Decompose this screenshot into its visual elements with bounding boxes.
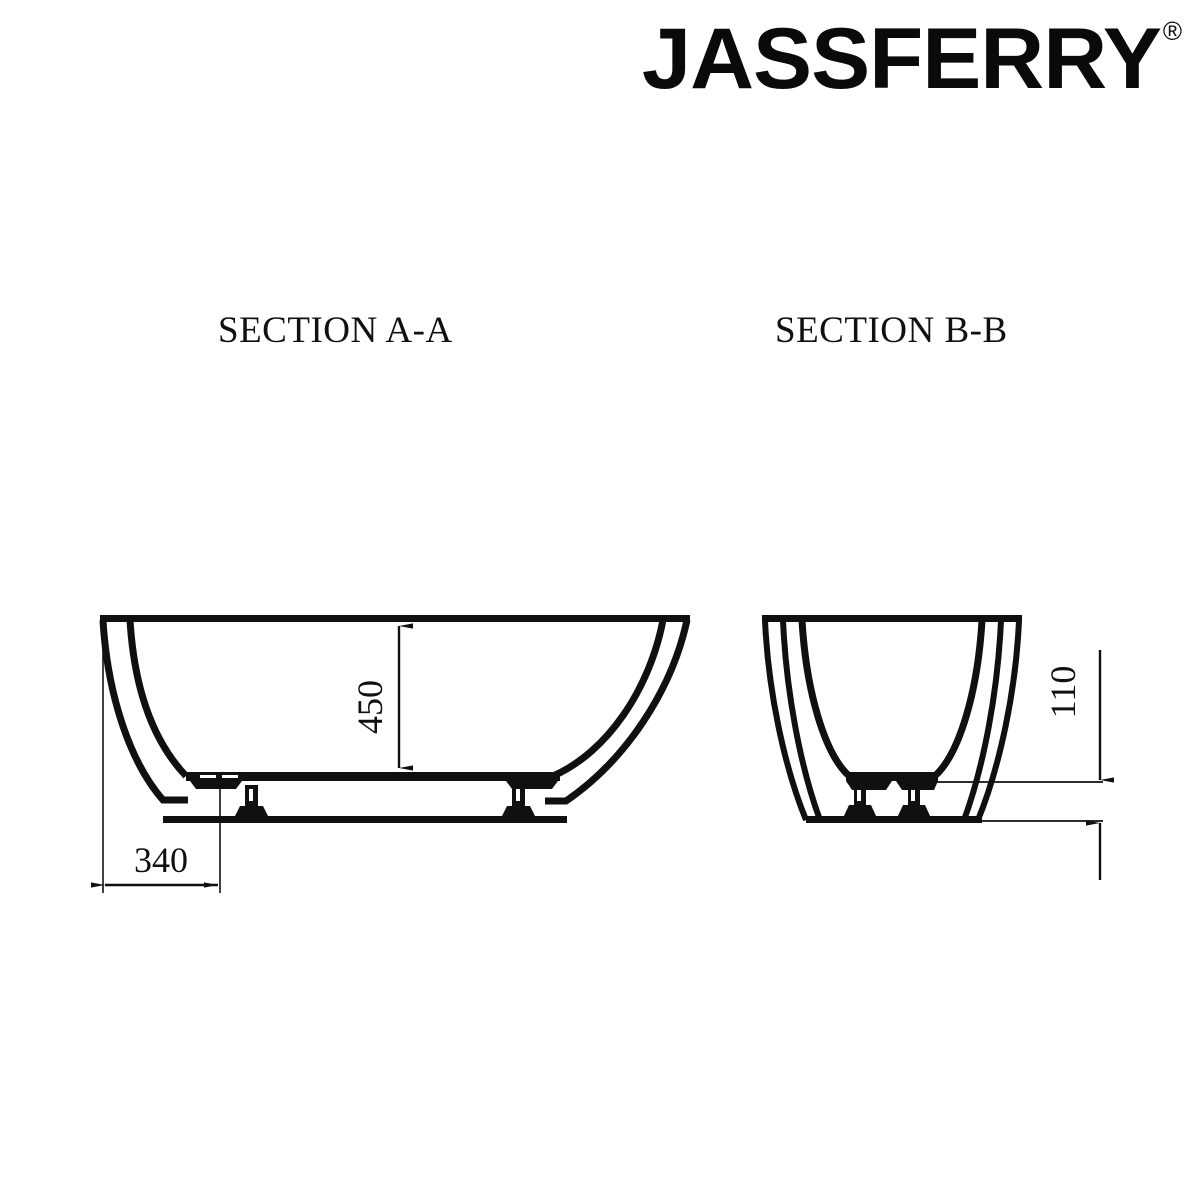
tub-b-slab-flange-left <box>846 781 892 790</box>
section-b-b-drawing: 110 <box>762 615 1114 880</box>
tub-a-rim <box>100 615 690 622</box>
tub-b-left-outer-wall <box>762 619 809 822</box>
section-b-b-caption: SECTION B-B <box>775 310 1008 351</box>
tub-b-left-middle-wall <box>780 619 823 822</box>
dimension-450: 450 <box>350 623 413 771</box>
tub-b-right-inner-wall <box>933 619 986 778</box>
dimension-340-label: 340 <box>134 840 188 880</box>
tub-b-right-middle-wall <box>961 619 1004 822</box>
tub-a-right-outer-wall <box>545 619 691 805</box>
brand-logo: JASSFERRY ® <box>642 16 1182 102</box>
tub-a-support-foot-left <box>234 785 269 818</box>
brand-wordmark: JASSFERRY <box>641 11 1162 107</box>
dimension-110-label: 110 <box>1043 666 1083 719</box>
tub-b-base-line <box>806 816 982 823</box>
tub-a-floor-slab <box>186 772 560 781</box>
tub-a-slab-notch-b <box>222 775 238 778</box>
tub-b-floor-slab <box>846 772 938 781</box>
section-a-a-caption: SECTION A-A <box>218 310 453 351</box>
tub-a-slab-notch-a <box>200 775 216 778</box>
tub-b-support-foot-right <box>897 786 931 818</box>
tub-a-left-outer-wall <box>99 619 188 804</box>
registered-trademark-icon: ® <box>1162 16 1182 46</box>
tub-a-right-inner-wall <box>551 619 667 780</box>
tub-b-left-inner-wall <box>798 619 851 778</box>
tub-b-slab-flange-right <box>896 781 938 790</box>
tub-a-support-foot-right <box>501 785 536 818</box>
tub-a-slab-flange-left <box>190 781 242 789</box>
tub-b-support-foot-left <box>843 786 877 818</box>
tub-a-base-line <box>163 816 567 823</box>
tub-b-right-outer-wall <box>975 619 1022 822</box>
section-a-a-drawing: 450 340 <box>91 615 691 893</box>
tub-a-left-inner-wall <box>126 619 189 779</box>
dimension-110: 110 <box>932 650 1114 880</box>
tub-b-rim <box>762 615 1022 622</box>
dimension-450-label: 450 <box>350 680 390 734</box>
dimension-340: 340 <box>91 622 221 893</box>
